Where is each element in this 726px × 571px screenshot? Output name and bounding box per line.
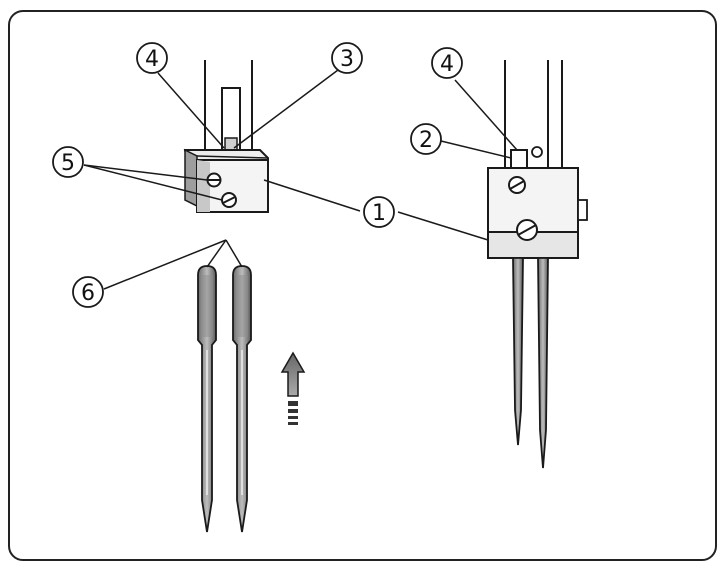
callout-6: 6 bbox=[72, 276, 104, 308]
needle-left bbox=[197, 265, 217, 533]
callout-3: 3 bbox=[331, 42, 363, 74]
needle-right bbox=[232, 265, 252, 533]
callout-2-label: 2 bbox=[419, 128, 433, 153]
callout-5: 5 bbox=[52, 146, 84, 178]
callout-4-left: 4 bbox=[136, 42, 168, 74]
callout-2: 2 bbox=[410, 123, 442, 155]
right-needle-clamp-assembly bbox=[487, 60, 588, 469]
needle-clamp-block bbox=[183, 148, 269, 213]
insertion-direction-arrow bbox=[280, 351, 306, 425]
installed-clamp-screw-lower bbox=[516, 219, 538, 241]
callout-4-right: 4 bbox=[431, 47, 463, 79]
callout-6-label: 6 bbox=[81, 281, 95, 306]
clamp-screw-lower bbox=[221, 192, 237, 208]
callout-3-label: 3 bbox=[340, 47, 354, 72]
left-needle-clamp-assembly bbox=[183, 60, 306, 533]
installed-needle-left bbox=[512, 257, 524, 446]
installed-needle-right bbox=[537, 257, 549, 469]
callout-1-label: 1 bbox=[372, 201, 386, 226]
diagram-frame bbox=[8, 10, 717, 561]
installed-needle-clamp bbox=[487, 167, 588, 259]
callout-5-label: 5 bbox=[61, 151, 75, 176]
callout-4-right-label: 4 bbox=[440, 52, 454, 77]
leader-lines bbox=[83, 69, 518, 290]
callout-1: 1 bbox=[363, 196, 395, 228]
installed-clamp-screw-upper bbox=[508, 176, 526, 194]
callout-4-left-label: 4 bbox=[145, 47, 159, 72]
clamp-screw-upper bbox=[206, 172, 222, 188]
